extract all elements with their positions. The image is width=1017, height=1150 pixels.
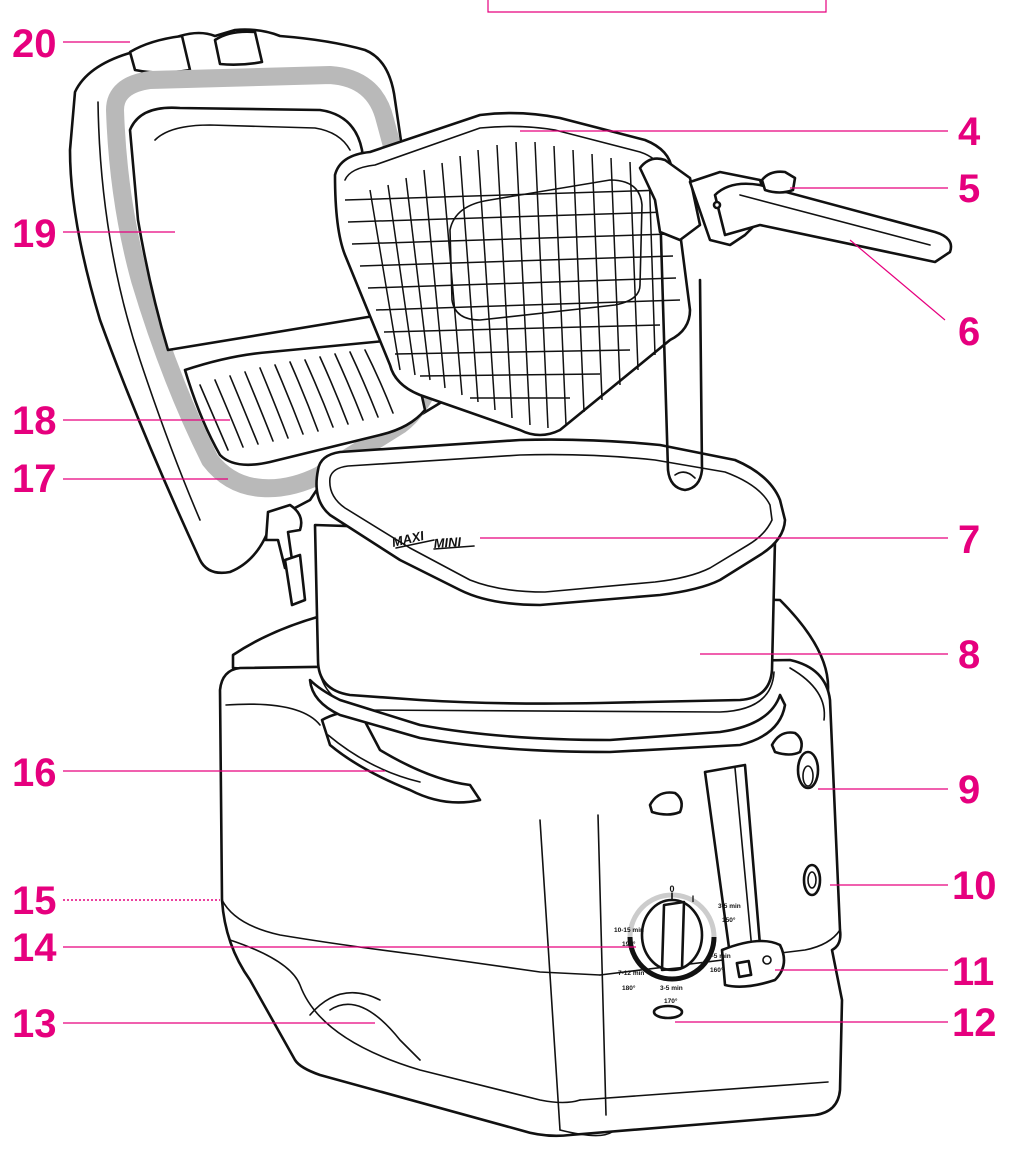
dial-setting-5-time: 10-15 min xyxy=(614,927,644,934)
dial-setting-2-time: 3-5 min xyxy=(708,953,731,960)
filter-slots xyxy=(199,349,394,451)
dial-setting-4-time: 7-12 min xyxy=(618,970,644,977)
callout-14: 14 xyxy=(12,926,57,970)
basket-handle[interactable] xyxy=(638,157,953,264)
callout-15: 15 xyxy=(12,879,57,923)
callout-5: 5 xyxy=(958,167,980,211)
callout-lines xyxy=(63,41,948,1024)
callout-16: 16 xyxy=(12,751,57,795)
callout-11: 11 xyxy=(952,950,994,994)
dial-on-label: I xyxy=(692,894,695,904)
callout-6: 6 xyxy=(958,310,980,354)
dial-setting-4-temp: 180° xyxy=(622,984,636,992)
top-box-fragment xyxy=(487,0,827,13)
frying-basket xyxy=(333,111,704,492)
temperature-dial[interactable]: 0 I 3-5 min 150° 3-5 min 160° 3-5 min 17… xyxy=(614,884,741,1005)
dial-setting-3-temp: 170° xyxy=(664,997,678,1005)
callout-19: 19 xyxy=(12,212,57,256)
callout-9: 9 xyxy=(958,768,980,812)
callout-7: 7 xyxy=(958,518,980,562)
dial-setting-3-time: 3-5 min xyxy=(660,985,683,992)
dial-off-label: 0 xyxy=(669,884,674,894)
callout-4: 4 xyxy=(958,110,981,154)
dial-setting-2-temp: 160° xyxy=(710,966,724,974)
callout-8: 8 xyxy=(958,633,980,677)
callout-10: 10 xyxy=(952,864,997,908)
basket-mesh xyxy=(344,141,681,429)
dial-setting-1-temp: 150° xyxy=(722,916,736,924)
callout-17: 17 xyxy=(12,457,57,501)
callout-12: 12 xyxy=(952,1001,997,1045)
dial-setting-1-time: 3-5 min xyxy=(718,903,741,910)
callout-20: 20 xyxy=(12,22,57,66)
callout-13: 13 xyxy=(12,1002,57,1046)
callout-18: 18 xyxy=(12,399,57,443)
callout-numbers: 20 19 18 17 16 15 14 13 4 5 6 7 8 9 10 1… xyxy=(12,22,997,1046)
dial-setting-5-temp: 190° xyxy=(622,940,636,948)
oil-tank: MAXI MINI xyxy=(283,438,787,754)
